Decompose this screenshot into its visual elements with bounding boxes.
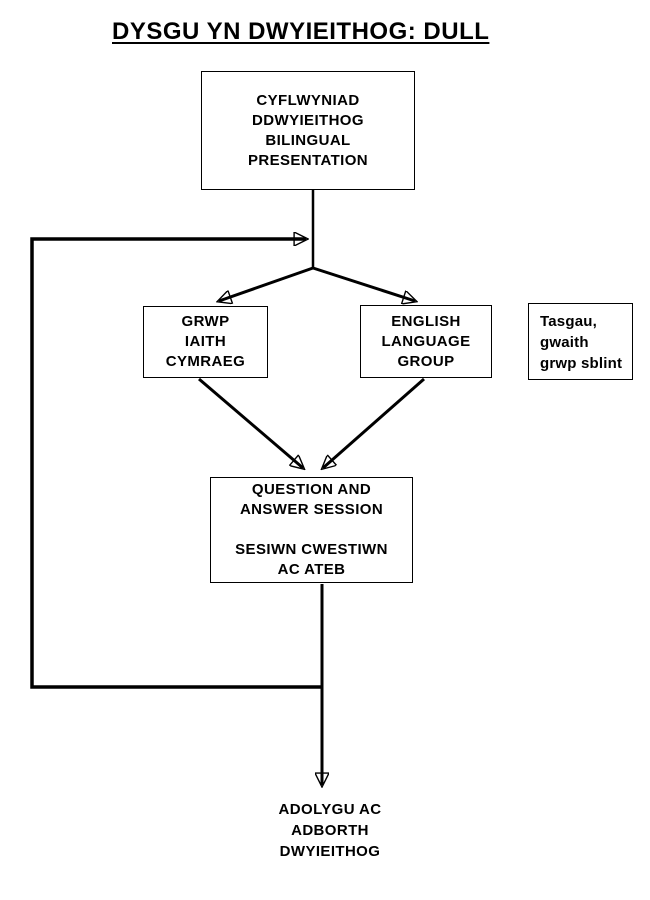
node-text-line: DDWYIEITHOG	[252, 111, 364, 129]
node-text-line: AC ATEB	[277, 561, 346, 578]
arrow-welsh-group-to-qa	[198, 377, 303, 468]
node-text-line: ADOLYGU AC	[278, 801, 382, 818]
node-welsh-language-group: GRWP IAITH CYMRAEG	[143, 306, 268, 378]
node-text-line: grwp sblint	[540, 355, 623, 372]
node-text-line: SESIWN CWESTIWN	[235, 541, 388, 558]
node-text-line: IAITH	[184, 333, 227, 350]
node-text-line: LANGUAGE	[381, 332, 471, 350]
arrow-english-group-to-qa	[323, 377, 425, 468]
node-text-line: BILINGUAL	[265, 131, 351, 149]
node-text-line: ADBORTH	[291, 822, 369, 839]
node-review-feedback-label: ADOLYGU AC ADBORTH DWYIEITHOG	[240, 799, 420, 862]
node-tasks-note: Tasgau, gwaith grwp sblint	[528, 303, 633, 380]
page-title: DYSGU YN DWYIEITHOG: DULL	[112, 18, 490, 45]
node-text-line: PRESENTATION	[247, 151, 369, 169]
node-text-line: ENGLISH	[391, 312, 461, 330]
node-text-line: GROUP	[397, 352, 455, 370]
node-question-answer-session: QUESTION AND ANSWER SESSION SESIWN CWEST…	[210, 477, 413, 583]
node-text-line: GRWP	[181, 313, 230, 330]
node-english-language-group: ENGLISH LANGUAGE GROUP	[360, 305, 492, 378]
arrow-split-to-welsh-group	[219, 266, 314, 301]
node-text-line: gwaith	[540, 334, 589, 351]
node-text-line: CYFLWYNIAD	[256, 91, 360, 109]
node-text-line: QUESTION AND	[251, 481, 372, 498]
node-text-line: CYMRAEG	[165, 353, 246, 370]
arrow-split-to-english-group	[312, 266, 415, 301]
node-text-line: DWYIEITHOG	[279, 843, 381, 860]
node-bilingual-presentation: CYFLWYNIAD DDWYIEITHOG BILINGUAL PRESENT…	[201, 71, 415, 190]
node-text-line: Tasgau,	[540, 313, 597, 330]
node-text-line: ANSWER SESSION	[239, 501, 384, 518]
